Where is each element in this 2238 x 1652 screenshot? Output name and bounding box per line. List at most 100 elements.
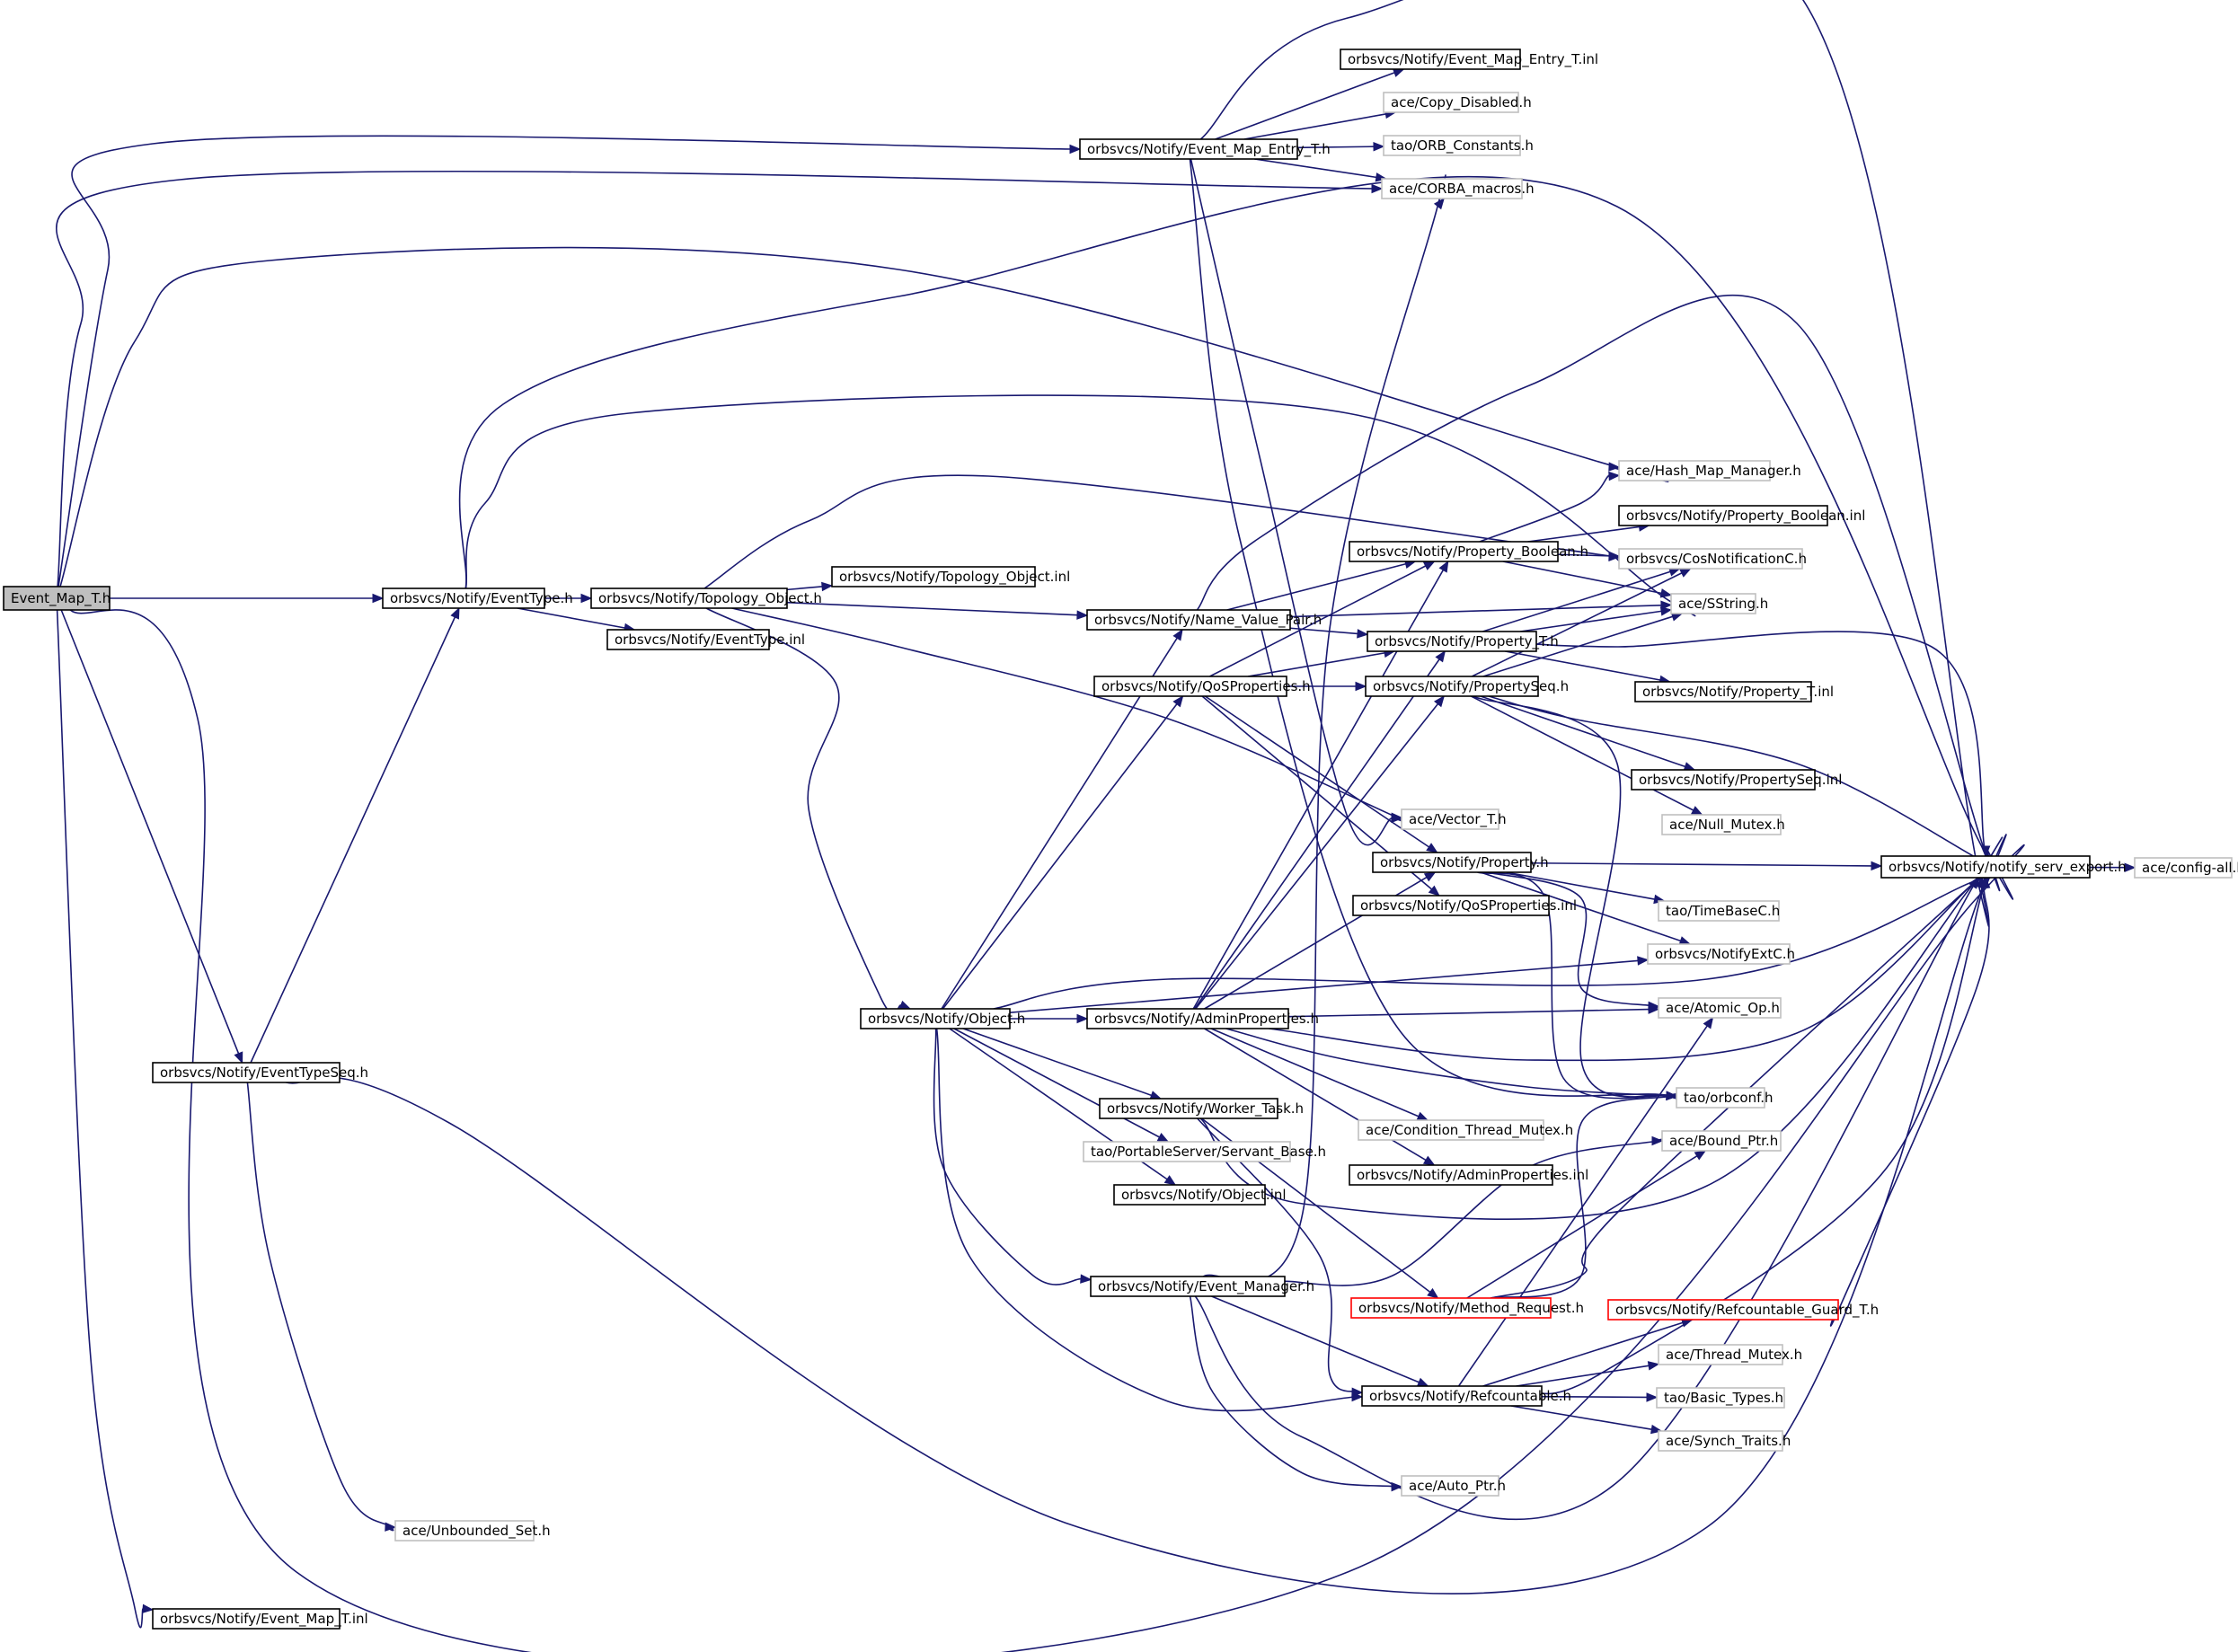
graph-node[interactable]: orbsvcs/Notify/PropertySeq.h — [1365, 676, 1569, 697]
graph-node[interactable]: orbsvcs/Notify/Object.inl — [1113, 1184, 1287, 1206]
edge-n15-to-n20 — [933, 1028, 1092, 1285]
edge-line — [1480, 695, 1685, 768]
graph-node[interactable]: orbsvcs/Notify/Property.h — [1372, 852, 1549, 873]
edge-n10-to-n6 — [250, 606, 460, 1064]
node-box — [1634, 681, 1812, 702]
node-label: orbsvcs/Notify/Property_Boolean.h — [1357, 543, 1588, 561]
edge-n0-to-n12 — [56, 609, 155, 1629]
graph-node[interactable]: orbsvcs/Notify/Method_Request.h — [1350, 1297, 1584, 1319]
edge-n30-to-n47 — [1510, 1405, 1663, 1435]
node-box — [1361, 1385, 1543, 1407]
graph-node[interactable]: orbsvcs/Notify/Refcountable.h — [1361, 1385, 1571, 1407]
edge-line — [935, 1028, 1370, 1412]
edge-line — [59, 246, 1669, 587]
edge-line — [1482, 1321, 1684, 1387]
edge-n25-to-n41 — [1487, 871, 1660, 1012]
edge-line — [1471, 695, 1694, 811]
edge-n0-to-n6 — [110, 593, 385, 604]
edge-arrowhead — [1608, 462, 1621, 472]
edge-line — [942, 703, 1178, 1010]
edge-line — [1457, 1025, 1708, 1387]
edge-arrowhead — [1373, 141, 1385, 152]
edge-arrowhead — [1163, 1175, 1177, 1186]
graph-node[interactable]: orbsvcs/Notify/Property_T.h — [1367, 631, 1559, 652]
edge-n1-to-n2 — [1215, 68, 1405, 140]
edge-n15-to-n18 — [953, 1028, 1170, 1143]
node-box — [1079, 138, 1298, 160]
graph-node: ace/config-all.h — [2134, 857, 2238, 879]
edge-arrowhead — [1423, 871, 1437, 882]
edge-line — [1541, 1395, 1648, 1399]
node-label: orbsvcs/Notify/QoSProperties.h — [1101, 678, 1311, 694]
graph-node[interactable]: orbsvcs/Notify/Event_Map_Entry_T.h — [1079, 138, 1331, 160]
edge-line — [1243, 113, 1386, 140]
graph-node[interactable]: orbsvcs/Notify/Property_Boolean.inl — [1618, 505, 1865, 526]
graph-node[interactable]: orbsvcs/Notify/notify_serv_export.h — [1880, 855, 2127, 879]
node-label: orbsvcs/Notify/QoSProperties.inl — [1360, 897, 1577, 914]
node-label: orbsvcs/Notify/Refcountable_Guard_T.h — [1615, 1302, 1879, 1319]
edge-line — [1215, 72, 1395, 140]
edge-line — [1296, 146, 1375, 149]
node-label: tao/PortableServer/Servant_Base.h — [1091, 1144, 1326, 1161]
edge-line — [1199, 0, 1990, 927]
graph-node[interactable]: orbsvcs/Notify/Property_T.inl — [1634, 681, 1834, 702]
edge-arrowhead — [142, 1603, 155, 1614]
edge-line — [1829, 887, 1990, 1327]
graph-node[interactable]: orbsvcs/Notify/Object.h — [860, 1008, 1025, 1029]
graph-node[interactable]: orbsvcs/Notify/Property_Boolean.h — [1349, 541, 1588, 562]
graph-node[interactable]: orbsvcs/Notify/Topology_Object.h — [590, 587, 822, 609]
edge-arrowhead — [1069, 144, 1082, 155]
node-label: ace/Hash_Map_Manager.h — [1626, 463, 1801, 480]
node-box — [1086, 1008, 1289, 1029]
graph-node: ace/Unbounded_Set.h — [394, 1520, 551, 1542]
node-label: orbsvcs/Notify/PropertySeq.h — [1373, 678, 1569, 694]
graph-node: ace/Vector_T.h — [1401, 808, 1507, 830]
graph-node[interactable]: orbsvcs/Notify/Worker_Task.h — [1099, 1098, 1304, 1119]
graph-node[interactable]: orbsvcs/Notify/EventType.h — [382, 587, 573, 609]
graph-node[interactable]: orbsvcs/Notify/AdminProperties.inl — [1349, 1164, 1588, 1186]
edge-n23-to-n34 — [1471, 568, 1692, 677]
node-box — [590, 587, 788, 609]
graph-node[interactable]: orbsvcs/Notify/EventTypeSeq.h — [152, 1062, 368, 1083]
node-box — [1086, 609, 1291, 631]
graph-node[interactable]: orbsvcs/Notify/EventType.inl — [606, 629, 805, 650]
edge-arrowhead — [1080, 1274, 1092, 1284]
graph-node[interactable]: orbsvcs/Notify/PropertySeq.inl — [1631, 769, 1842, 791]
graph-node[interactable]: orbsvcs/Notify/QoSProperties.h — [1093, 676, 1311, 697]
graph-node[interactable]: orbsvcs/Notify/Event_Manager.h — [1090, 1276, 1314, 1297]
node-box — [1647, 943, 1791, 965]
edge-n1-to-n24 — [1190, 158, 1403, 846]
edge-arrowhead — [1690, 806, 1703, 816]
node-box — [152, 1608, 341, 1630]
edge-arrowhead — [1659, 606, 1673, 616]
edge-n16-to-n22 — [1194, 649, 1446, 1010]
graph-node: orbsvcs/CosNotificationC.h — [1618, 548, 1807, 570]
graph-node[interactable]: orbsvcs/Notify/Topology_Object.inl — [831, 566, 1070, 587]
node-box — [152, 1062, 341, 1083]
edge-line — [1225, 1028, 1682, 1098]
node-label: orbsvcs/Notify/Property.h — [1380, 854, 1549, 870]
edge-line — [286, 834, 2007, 1595]
graph-node[interactable]: orbsvcs/Notify/Event_Map_T.inl — [152, 1608, 368, 1630]
edge-arrowhead — [1608, 551, 1621, 561]
graph-node[interactable]: orbsvcs/Notify/AdminProperties.h — [1086, 1008, 1319, 1029]
node-label: orbsvcs/Notify/Method_Request.h — [1358, 1300, 1584, 1317]
edge-line — [464, 394, 1696, 617]
edge-arrowhead — [1659, 588, 1673, 598]
graph-node[interactable]: orbsvcs/Notify/Name_Value_Pair.h — [1086, 609, 1322, 631]
graph-node[interactable]: orbsvcs/Notify/Refcountable_Guard_T.h — [1607, 1299, 1879, 1321]
edge-arrowhead — [1357, 629, 1369, 639]
node-box — [1340, 49, 1521, 70]
node-box — [1661, 1130, 1782, 1152]
graph-root-node[interactable]: Event_Map_T.h — [3, 586, 111, 611]
edge-n48-to-n49 — [2089, 862, 2136, 872]
graph-node[interactable]: orbsvcs/Notify/QoSProperties.inl — [1352, 895, 1577, 916]
edge-line — [1289, 604, 1662, 618]
node-box — [1381, 178, 1523, 199]
edge-arrowhead — [1351, 1387, 1364, 1398]
graph-node[interactable]: orbsvcs/Notify/Event_Map_Entry_T.inl — [1340, 49, 1598, 70]
edge-line — [941, 637, 1178, 1010]
graph-node: ace/Auto_Ptr.h — [1401, 1475, 1506, 1497]
edge-arrowhead — [450, 606, 460, 620]
edge-line — [250, 616, 456, 1064]
